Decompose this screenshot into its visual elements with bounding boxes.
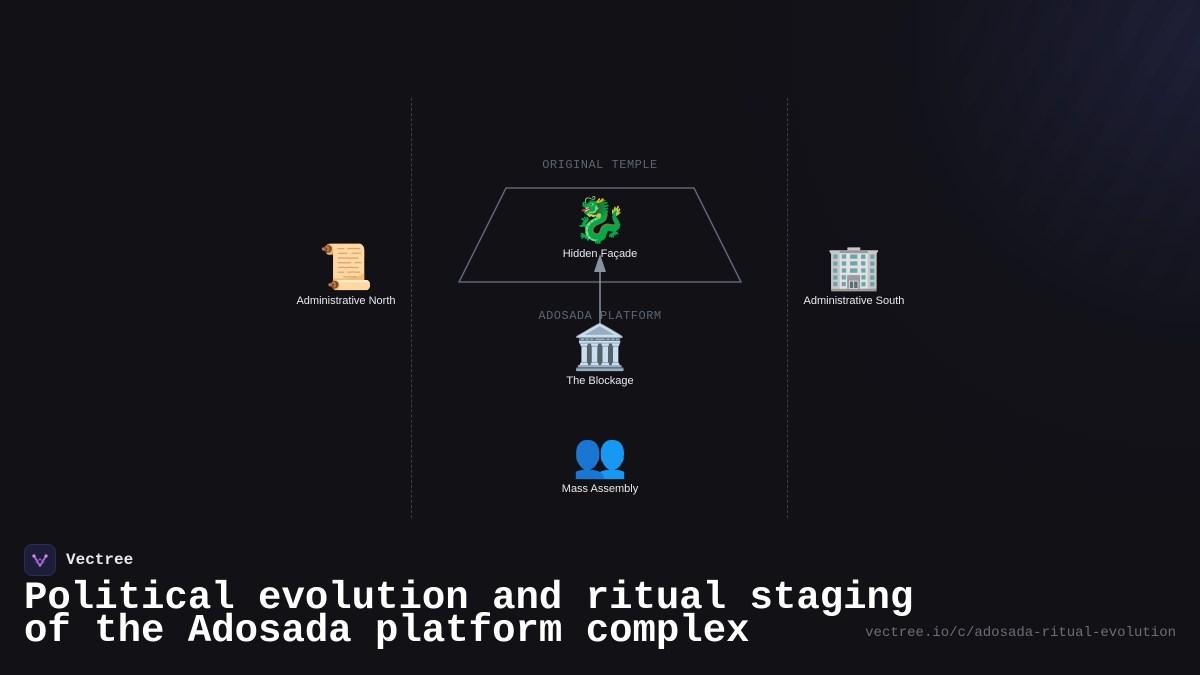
node-label: Administrative South [803,295,905,307]
node-the-blockage[interactable]: 🏛️ The Blockage [525,323,675,387]
page-title-line-2: of the Adosada platform complex [24,609,750,653]
node-administrative-north[interactable]: 📜 Administrative North [271,243,421,307]
brand-name: Vectree [66,551,134,569]
node-administrative-south[interactable]: 🏢 Administrative South [779,243,929,307]
classical-building-icon: 🏛️ [572,323,628,372]
people-icon: 👥 [572,431,628,480]
right-divider [787,98,788,518]
node-hidden-facade[interactable]: 🐉 Hidden Façade [525,196,675,260]
zone-label-original-temple: ORIGINAL TEMPLE [542,158,658,172]
source-url[interactable]: vectree.io/c/adosada-ritual-evolution [865,625,1176,641]
node-label: Mass Assembly [561,483,639,495]
scroll-icon: 📜 [318,243,374,292]
page-title-line-1: Political evolution and ritual staging [24,576,914,620]
left-divider [411,98,412,518]
node-mass-assembly[interactable]: 👥 Mass Assembly [525,431,675,495]
node-label: Hidden Façade [562,248,638,260]
vectree-logo-icon [24,544,56,576]
node-label: The Blockage [566,375,634,387]
page-title: Political evolution and ritual staging o… [24,576,914,653]
brand[interactable]: Vectree [24,544,133,576]
office-building-icon: 🏢 [826,243,882,292]
node-label: Administrative North [296,295,396,307]
arrow-head [594,254,606,272]
dragon-icon: 🐉 [572,196,628,245]
zone-label-adosada-platform: ADOSADA PLATFORM [538,309,662,323]
original-temple-outline [457,187,743,283]
